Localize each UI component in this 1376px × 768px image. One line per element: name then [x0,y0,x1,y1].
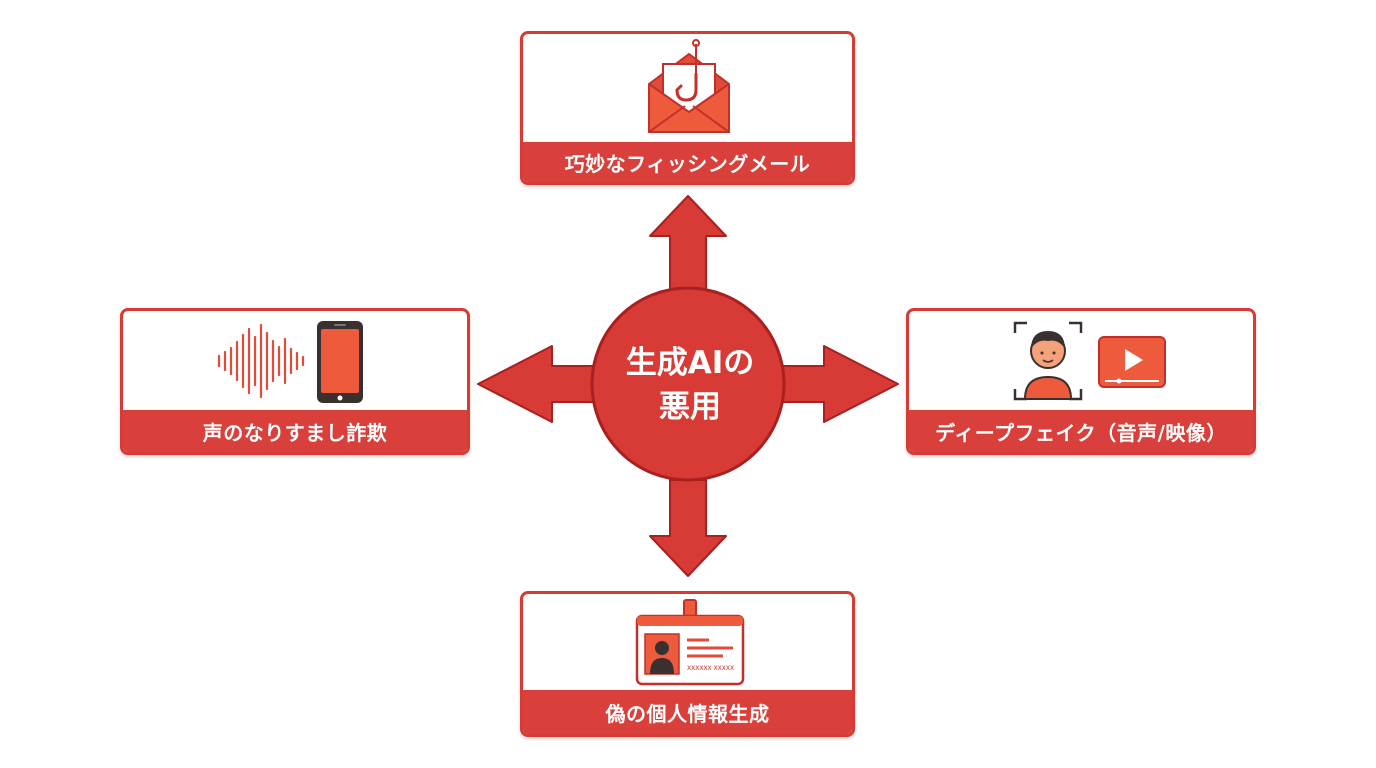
smartphone-icon [317,321,363,403]
node-voice-impersonation: 声のなりすまし詐欺 [120,308,470,455]
node-label: ディープフェイク（音声/映像） [909,410,1253,452]
id-card-text: XXXXXX XXXXX [687,665,734,672]
arrow-down [649,479,727,577]
connector-arrows [477,195,899,577]
node-label: 巧妙なフィッシングメール [523,142,852,182]
node-deepfake: ディープフェイク（音声/映像） [906,308,1256,455]
arrow-left [477,345,601,423]
arrow-up [649,195,727,291]
node-phishing-email: 巧妙なフィッシングメール [520,31,855,185]
center-title-line1: 生成AIの [625,345,755,381]
phishing-email-icon [648,39,730,133]
center-title-line2: 悪用 [659,389,721,425]
video-player-icon [1098,336,1166,388]
arrow-right [775,345,899,423]
sound-wave-icon [217,323,305,399]
voice-phone-icon [217,321,363,403]
node-label: 偽の個人情報生成 [523,690,852,734]
center-hub [590,286,786,482]
node-fake-personal-info: XXXXXX XXXXX 偽の個人情報生成 [520,591,855,737]
deepfake-face-video-icon [1013,321,1166,401]
face-scan-icon [1013,321,1083,401]
node-label: 声のなりすまし詐欺 [123,410,467,452]
fake-id-card-icon: XXXXXX XXXXX [635,599,745,686]
center-title: 生成AIの 悪用 [590,330,790,440]
